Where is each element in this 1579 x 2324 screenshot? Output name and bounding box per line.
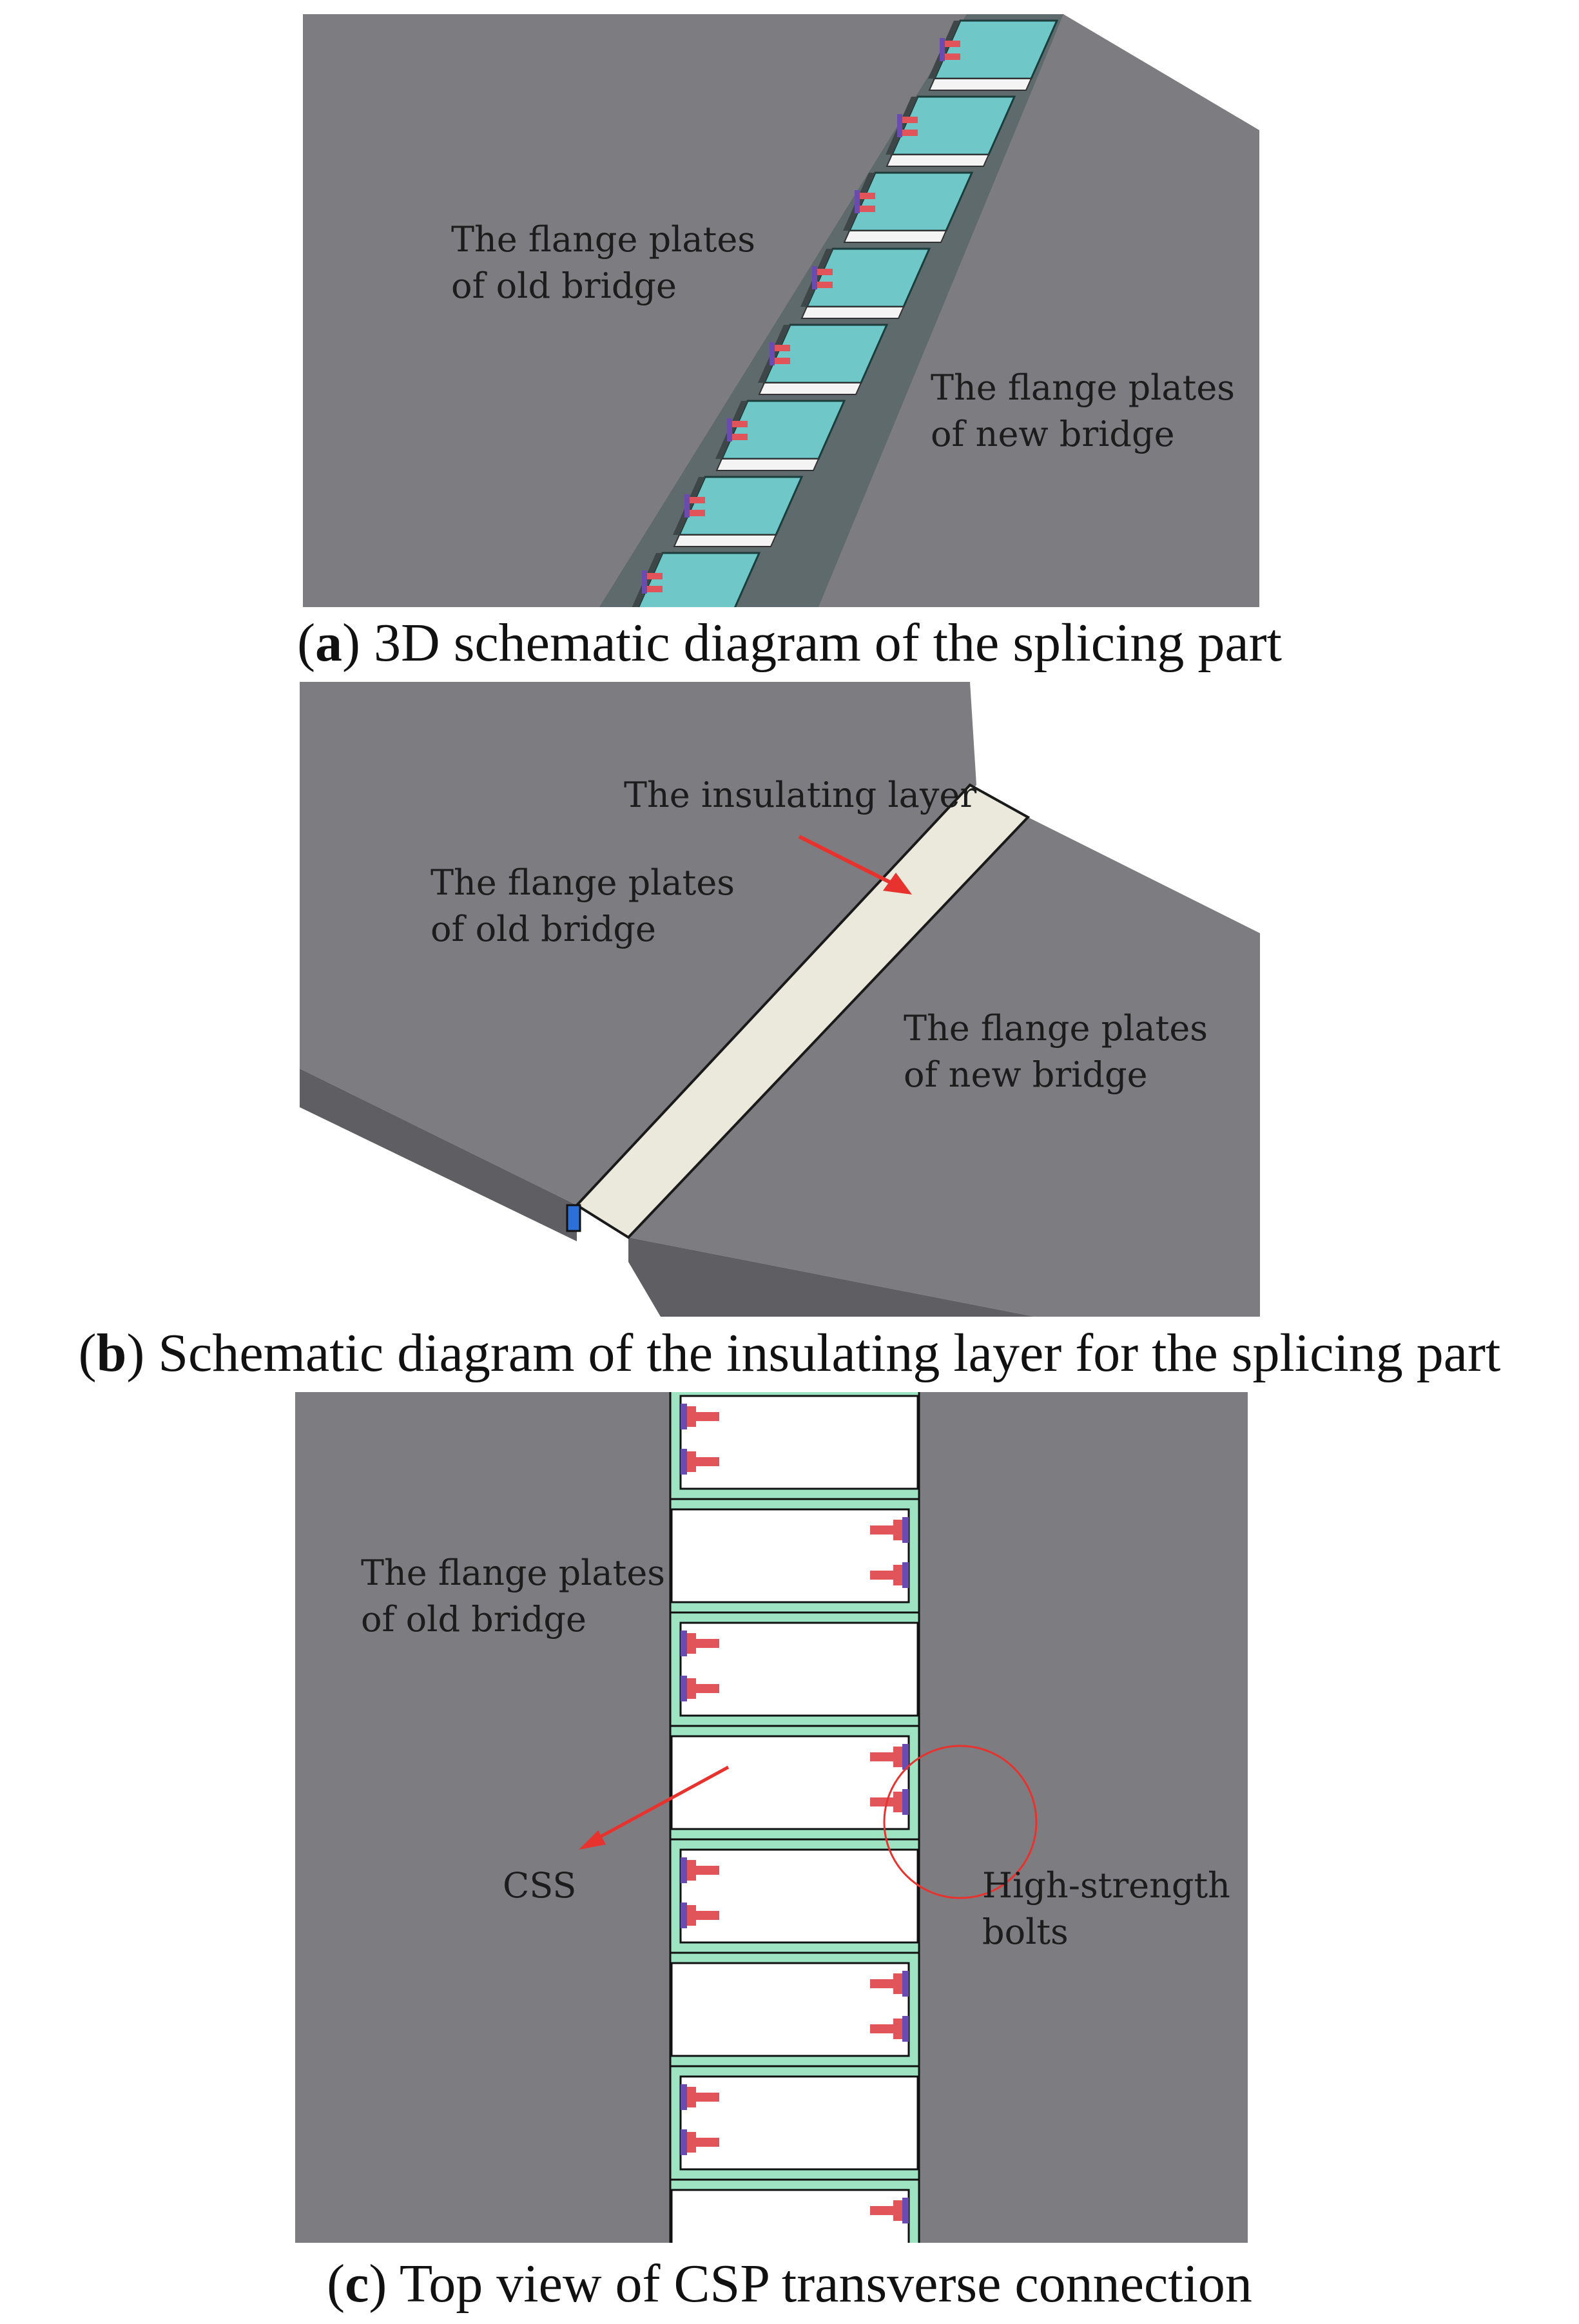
bolt — [681, 2129, 719, 2155]
panel-b-caption-text: Schematic diagram of the insulating laye… — [144, 1323, 1501, 1383]
panel-b-caption-letter: b — [96, 1323, 127, 1383]
csp-unit — [886, 95, 1016, 167]
panel-b-drawing — [300, 682, 1260, 1317]
new-bridge-side — [628, 1237, 1034, 1317]
bolt — [870, 1971, 909, 1997]
bolt — [681, 1631, 719, 1656]
csp-box — [669, 2065, 920, 2181]
panel-c-label-old-line2: of old bridge — [361, 1599, 586, 1640]
panel-c-label-bolts-line1: High-strength — [982, 1865, 1230, 1906]
panel-b-label-new-line2: of new bridge — [904, 1054, 1148, 1095]
end-block — [566, 1204, 581, 1232]
insulating-layer — [574, 783, 1031, 1239]
panel-a-caption-text: 3D schematic diagram of the splicing par… — [360, 613, 1282, 673]
csp-units — [632, 19, 1059, 607]
bolt — [870, 1744, 909, 1770]
panel-b-label-new-line1: The flange plates — [904, 1008, 1208, 1049]
csp-box — [669, 1725, 920, 1841]
csp-unit — [928, 19, 1059, 91]
layer-arrow-head — [883, 873, 912, 895]
panel-b-label-old-line2: of old bridge — [431, 909, 656, 949]
panel-c-caption-letter: c — [345, 2254, 369, 2314]
panel-c-caption: (c) Top view of CSP transverse connectio… — [327, 2254, 1252, 2314]
csp-unit — [632, 552, 761, 607]
panel-a-label-old-line1: The flange plates — [451, 219, 755, 260]
css-arrow — [587, 1765, 730, 1845]
bolt — [681, 1449, 719, 1475]
bolt-highlight-circle — [883, 1745, 1038, 1899]
panel-a-caption: (a) 3D schematic diagram of the splicing… — [297, 613, 1282, 673]
bolt — [681, 1903, 719, 1928]
panel-c-diagram — [295, 1392, 1248, 2243]
csp-box — [669, 1951, 920, 2067]
bolt — [870, 1517, 909, 1543]
csp-box — [669, 1498, 920, 1614]
csp-unit — [843, 171, 974, 243]
panel-a-label-new-line2: of new bridge — [931, 414, 1175, 454]
csp-unit — [715, 400, 846, 471]
panel-c-label-css: CSS — [503, 1865, 577, 1906]
panel-b-label-layer: The insulating layer — [624, 775, 977, 815]
new-bridge-flange — [628, 817, 1260, 1317]
bolt — [681, 1857, 719, 1883]
panel-a-diagram — [303, 14, 1259, 607]
panel-a-label-old-line2: of old bridge — [451, 266, 677, 306]
csp-units-top-view — [669, 1392, 920, 2243]
panel-c-label-old-line1: The flange plates — [361, 1553, 665, 1593]
panel-b-label-old-line1: The flange plates — [431, 862, 735, 903]
panel-b-caption: (b) Schematic diagram of the insulating … — [78, 1323, 1501, 1383]
layer-arrow — [798, 835, 900, 889]
csp-box — [669, 1611, 920, 1727]
panel-a-label-new-line1: The flange plates — [931, 367, 1235, 408]
panel-a-drawing — [303, 14, 1259, 607]
panel-a-caption-letter: a — [315, 613, 343, 673]
bolt — [681, 2084, 719, 2110]
csp-unit — [800, 247, 931, 319]
csp-unit — [673, 476, 804, 547]
bolt — [681, 1676, 719, 1701]
panel-c-drawing — [295, 1392, 1248, 2243]
bolt — [681, 1404, 719, 1429]
old-bridge-flange — [300, 682, 976, 1205]
bolt — [870, 2198, 909, 2223]
panel-b-diagram — [300, 682, 1260, 1317]
bolt — [870, 2016, 909, 2042]
bolt — [870, 1562, 909, 1588]
old-bridge-side — [300, 1069, 577, 1241]
csp-box — [669, 2178, 920, 2243]
panel-c-caption-text: Top view of CSP transverse connection — [387, 2254, 1252, 2314]
panel-c-label-bolts-line2: bolts — [982, 1912, 1069, 1952]
css-arrow-head — [579, 1830, 606, 1850]
csp-box — [669, 1838, 920, 1954]
csp-box — [669, 1392, 920, 1500]
csp-unit — [758, 324, 889, 395]
